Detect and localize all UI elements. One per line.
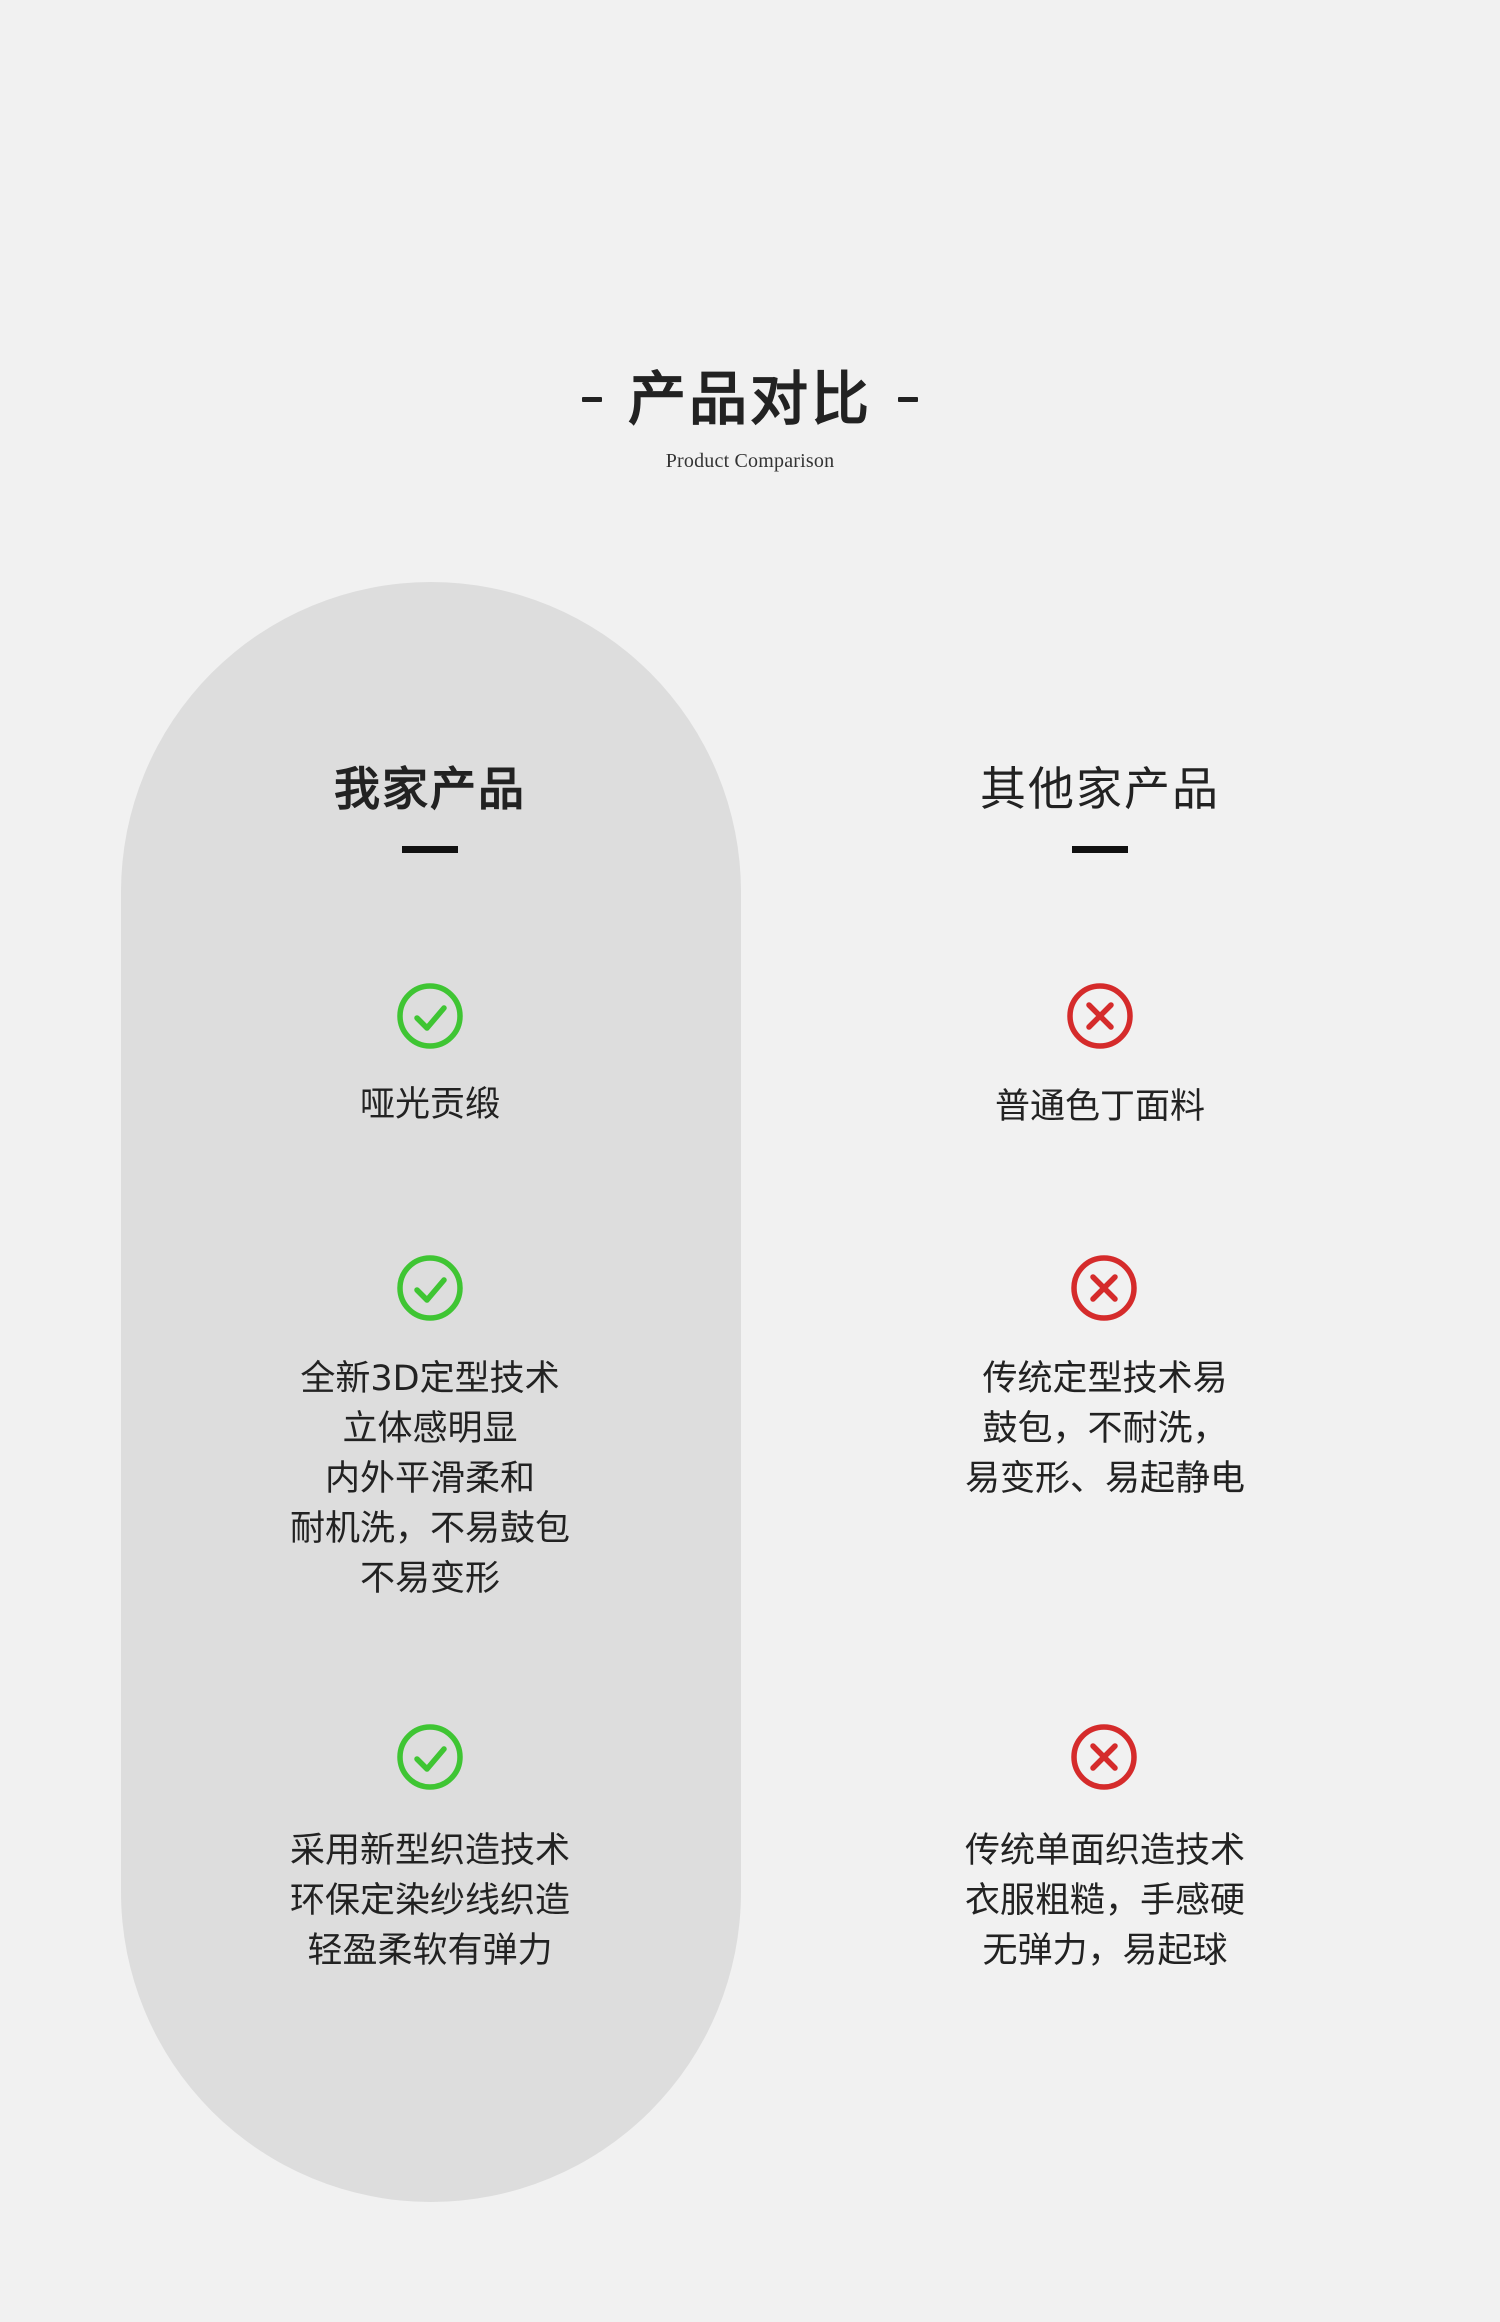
cross-circle-icon — [1064, 980, 1136, 1052]
feature-line: 传统单面织造技术 — [964, 1831, 1245, 1871]
page-header: 产品对比 Product Comparison — [0, 370, 1500, 473]
page-title: 产品对比 — [627, 365, 872, 433]
check-circle-icon — [394, 980, 466, 1052]
own-product-title-bar — [402, 846, 458, 853]
own-product-feature-3: 采用新型织造技术 环保定染纱线织造 轻盈柔软有弹力 — [170, 1826, 690, 1976]
feature-line: 耐机洗，不易鼓包 — [289, 1509, 570, 1549]
feature-line: 不易变形 — [359, 1559, 500, 1599]
feature-line: 全新3D定型技术 — [300, 1359, 560, 1399]
feature-line: 鼓包，不耐洗， — [982, 1409, 1228, 1449]
feature-line: 环保定染纱线织造 — [289, 1881, 570, 1921]
feature-line: 采用新型织造技术 — [289, 1831, 570, 1871]
title-dash-right — [898, 396, 918, 402]
feature-line: 哑光贡缎 — [359, 1085, 500, 1125]
feature-line: 衣服粗糙，手感硬 — [964, 1881, 1245, 1921]
title-row: 产品对比 — [0, 370, 1500, 428]
feature-line: 立体感明显 — [342, 1409, 518, 1449]
title-dash-left — [581, 396, 602, 402]
feature-line: 易变形、易起静电 — [964, 1459, 1245, 1499]
other-product-feature-2: 传统定型技术易 鼓包，不耐洗， 易变形、易起静电 — [845, 1354, 1365, 1504]
feature-line: 传统定型技术易 — [982, 1359, 1228, 1399]
other-product-title-bar — [1072, 846, 1128, 853]
check-circle-icon — [394, 1721, 466, 1793]
own-product-feature-1: 哑光贡缎 — [170, 1080, 690, 1130]
other-product-feature-3: 传统单面织造技术 衣服粗糙，手感硬 无弹力，易起球 — [845, 1826, 1365, 1976]
check-circle-icon — [394, 1252, 466, 1324]
own-product-feature-2: 全新3D定型技术 立体感明显 内外平滑柔和 耐机洗，不易鼓包 不易变形 — [170, 1354, 690, 1604]
other-product-feature-1: 普通色丁面料 — [840, 1082, 1360, 1132]
feature-line: 内外平滑柔和 — [324, 1459, 535, 1499]
feature-line: 轻盈柔软有弹力 — [307, 1931, 553, 1971]
feature-line: 普通色丁面料 — [994, 1087, 1205, 1127]
cross-circle-icon — [1068, 1721, 1140, 1793]
feature-line: 无弹力，易起球 — [982, 1931, 1228, 1971]
cross-circle-icon — [1068, 1252, 1140, 1324]
page-subtitle: Product Comparison — [665, 450, 835, 472]
own-product-title: 我家产品 — [334, 762, 526, 816]
other-product-title: 其他家产品 — [980, 762, 1220, 816]
